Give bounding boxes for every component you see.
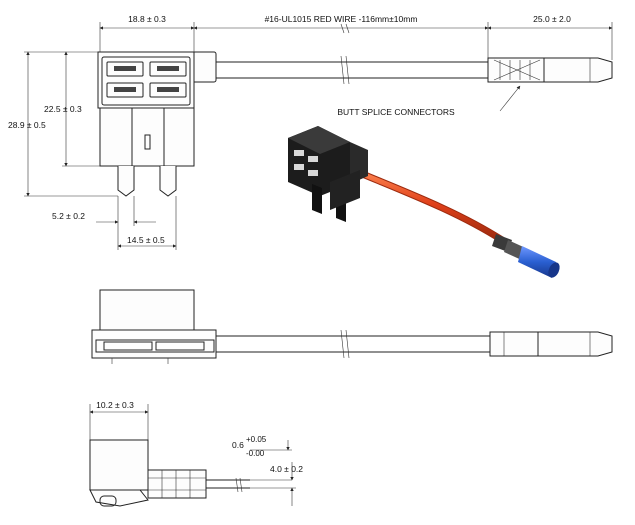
side-view: 10.2 ± 0.3 0.6 +0.05 -0.00 4.0 ± 0.2 [89,400,303,507]
top-view: 18.8 ± 0.3 #16-UL1015 RED WIRE -116mm±10… [8,14,613,250]
fuse-tap-top [97,51,217,197]
fuse-tap-body-black [288,126,368,222]
dim-blade-thickness-minus: -0.00 [246,449,265,458]
butt-splice-callout: BUTT SPLICE CONNECTORS [337,85,521,117]
dim-blade-offset-label: 5.2 ± 0.2 [52,211,85,221]
dim-blade-height: 4.0 ± 0.2 [250,462,303,506]
wire-top [216,55,488,85]
dim-side-width: 10.2 ± 0.3 [89,400,149,440]
dim-blade-height-label: 4.0 ± 0.2 [270,464,303,474]
dim-blade-thickness: 0.6 +0.05 -0.00 [232,435,292,481]
dim-blade-thickness-plus: +0.05 [246,435,267,444]
dim-height-total: 28.9 ± 0.5 [8,51,118,197]
connector-render [492,234,560,278]
dim-height-total-label: 28.9 ± 0.5 [8,120,46,130]
butt-splice-label: BUTT SPLICE CONNECTORS [337,107,455,117]
dim-top-width-label: 18.8 ± 0.3 [128,14,166,24]
dim-height-inner-label: 22.5 ± 0.3 [44,104,82,114]
front-view [91,289,613,364]
product-render [288,126,560,278]
dim-blade-thickness-nominal: 0.6 [232,440,244,450]
dim-height-inner: 22.5 ± 0.3 [44,51,100,167]
dim-connector-length: 25.0 ± 2.0 [487,14,613,60]
dim-connector-label: 25.0 ± 2.0 [533,14,571,24]
dim-wire-label: #16-UL1015 RED WIRE -116mm±10mm [265,14,418,24]
dim-blade-span: 14.5 ± 0.5 [117,196,177,250]
dim-side-width-label: 10.2 ± 0.3 [96,400,134,410]
dim-wire-length: #16-UL1015 RED WIRE -116mm±10mm [193,14,489,58]
butt-splice-top [487,57,613,83]
dim-blade-offset: 5.2 ± 0.2 [52,196,156,226]
dim-blade-span-label: 14.5 ± 0.5 [127,235,165,245]
